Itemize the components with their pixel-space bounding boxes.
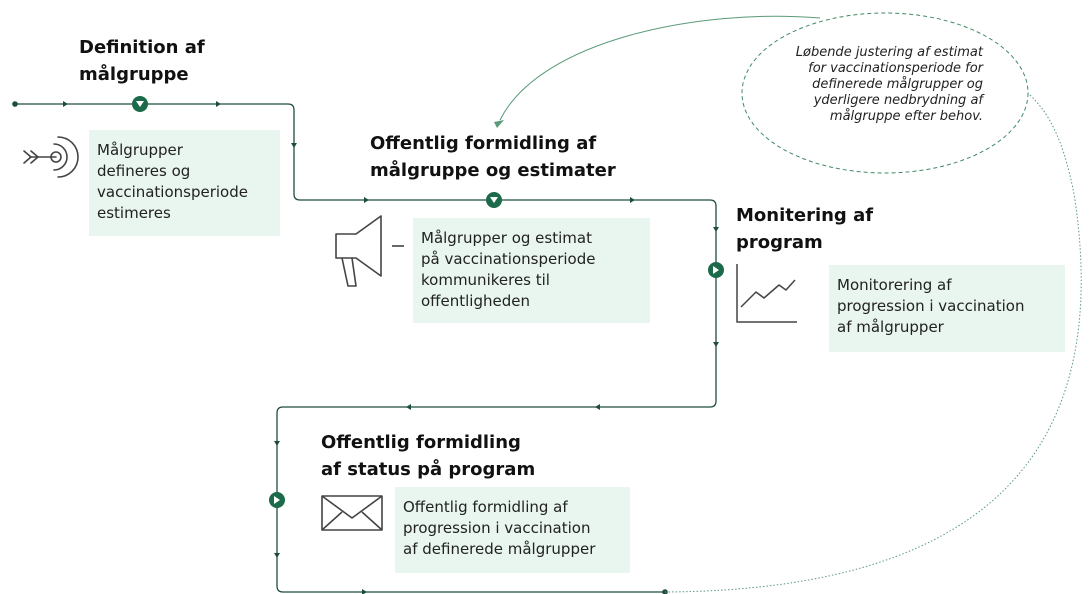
- note-line: Løbende justering af estimat: [795, 45, 983, 60]
- stage-marker: [708, 262, 724, 278]
- target-arrow-icon: [23, 136, 79, 178]
- stage-description-definition: Målgrupper defineres og vaccinationsperi…: [89, 130, 280, 236]
- stage-title-public-communication: Offentlig formidling af målgruppe og est…: [370, 130, 616, 184]
- envelope-icon: [321, 495, 383, 531]
- description-line: Målgrupper: [97, 141, 183, 159]
- arrowhead: [364, 197, 369, 203]
- flow-direction-arrows: [63, 101, 719, 594]
- note-line: for vaccinationsperiode for: [808, 61, 983, 76]
- stage-marker: [269, 492, 285, 508]
- arrowhead: [362, 589, 367, 594]
- arrowhead: [630, 197, 635, 203]
- arrowhead: [406, 404, 411, 410]
- description-line: på vaccinationsperiode: [421, 250, 596, 268]
- note-line: yderligere nedbrydning af: [813, 93, 983, 108]
- arrowhead: [595, 404, 600, 410]
- description-line: vaccinationsperiode: [97, 183, 248, 201]
- description-line: Offentlig formidling af: [403, 498, 568, 516]
- line-chart-icon: [736, 264, 797, 323]
- arrowhead: [291, 143, 297, 148]
- stage-title-monitoring: Monitering af program: [736, 202, 873, 256]
- feedback-return-arrow: [499, 15, 821, 121]
- arrowhead: [713, 227, 719, 232]
- description-line: kommunikeres til: [421, 271, 550, 289]
- stage-title-line: Offentlig formidling: [321, 432, 521, 453]
- stage-title-line: Offentlig formidling af: [370, 133, 597, 154]
- note-line: definerede målgrupper og: [812, 77, 983, 92]
- feedback-note: Løbende justering af estimat for vaccina…: [773, 45, 983, 125]
- arrowhead: [274, 553, 280, 558]
- stage-description-monitoring: Monitorering af progression i vaccinatio…: [829, 265, 1065, 352]
- stage-marker: [486, 192, 502, 208]
- megaphone-icon: [335, 215, 404, 287]
- description-line: offentligheden: [421, 292, 530, 310]
- stage-title-line: program: [736, 232, 823, 253]
- stage-title-status-communication: Offentlig formidling af status på progra…: [321, 429, 535, 483]
- stage-title-line: af status på program: [321, 459, 536, 480]
- stage-title-line: målgruppe og estimater: [370, 160, 616, 181]
- arrowhead: [216, 101, 221, 107]
- stage-title-line: Monitering af: [736, 205, 874, 226]
- note-line: målgruppe efter behov.: [829, 109, 983, 124]
- arrowhead: [274, 441, 280, 446]
- description-line: Målgrupper og estimat: [421, 229, 592, 247]
- stage-title-line: målgruppe: [79, 64, 189, 85]
- stage-title-definition: Definition af målgruppe: [79, 34, 205, 88]
- description-line: progression i vaccination: [403, 519, 591, 537]
- stage-description-public-communication: Målgrupper og estimat på vaccinationsper…: [413, 218, 650, 323]
- description-line: defineres og: [97, 162, 191, 180]
- stage-description-status-communication: Offentlig formidling af progression i va…: [395, 487, 630, 573]
- stage-marker: [132, 96, 148, 112]
- description-line: af målgrupper: [837, 318, 944, 336]
- stage-title-line: Definition af: [79, 37, 205, 58]
- arrowhead: [494, 120, 504, 128]
- description-line: Monitorering af: [837, 276, 952, 294]
- arrowhead: [63, 101, 68, 107]
- description-line: af definerede målgrupper: [403, 540, 596, 558]
- description-line: estimeres: [97, 204, 171, 222]
- flow-start-dot: [12, 101, 18, 107]
- arrowhead: [713, 342, 719, 347]
- description-line: progression i vaccination: [837, 297, 1025, 315]
